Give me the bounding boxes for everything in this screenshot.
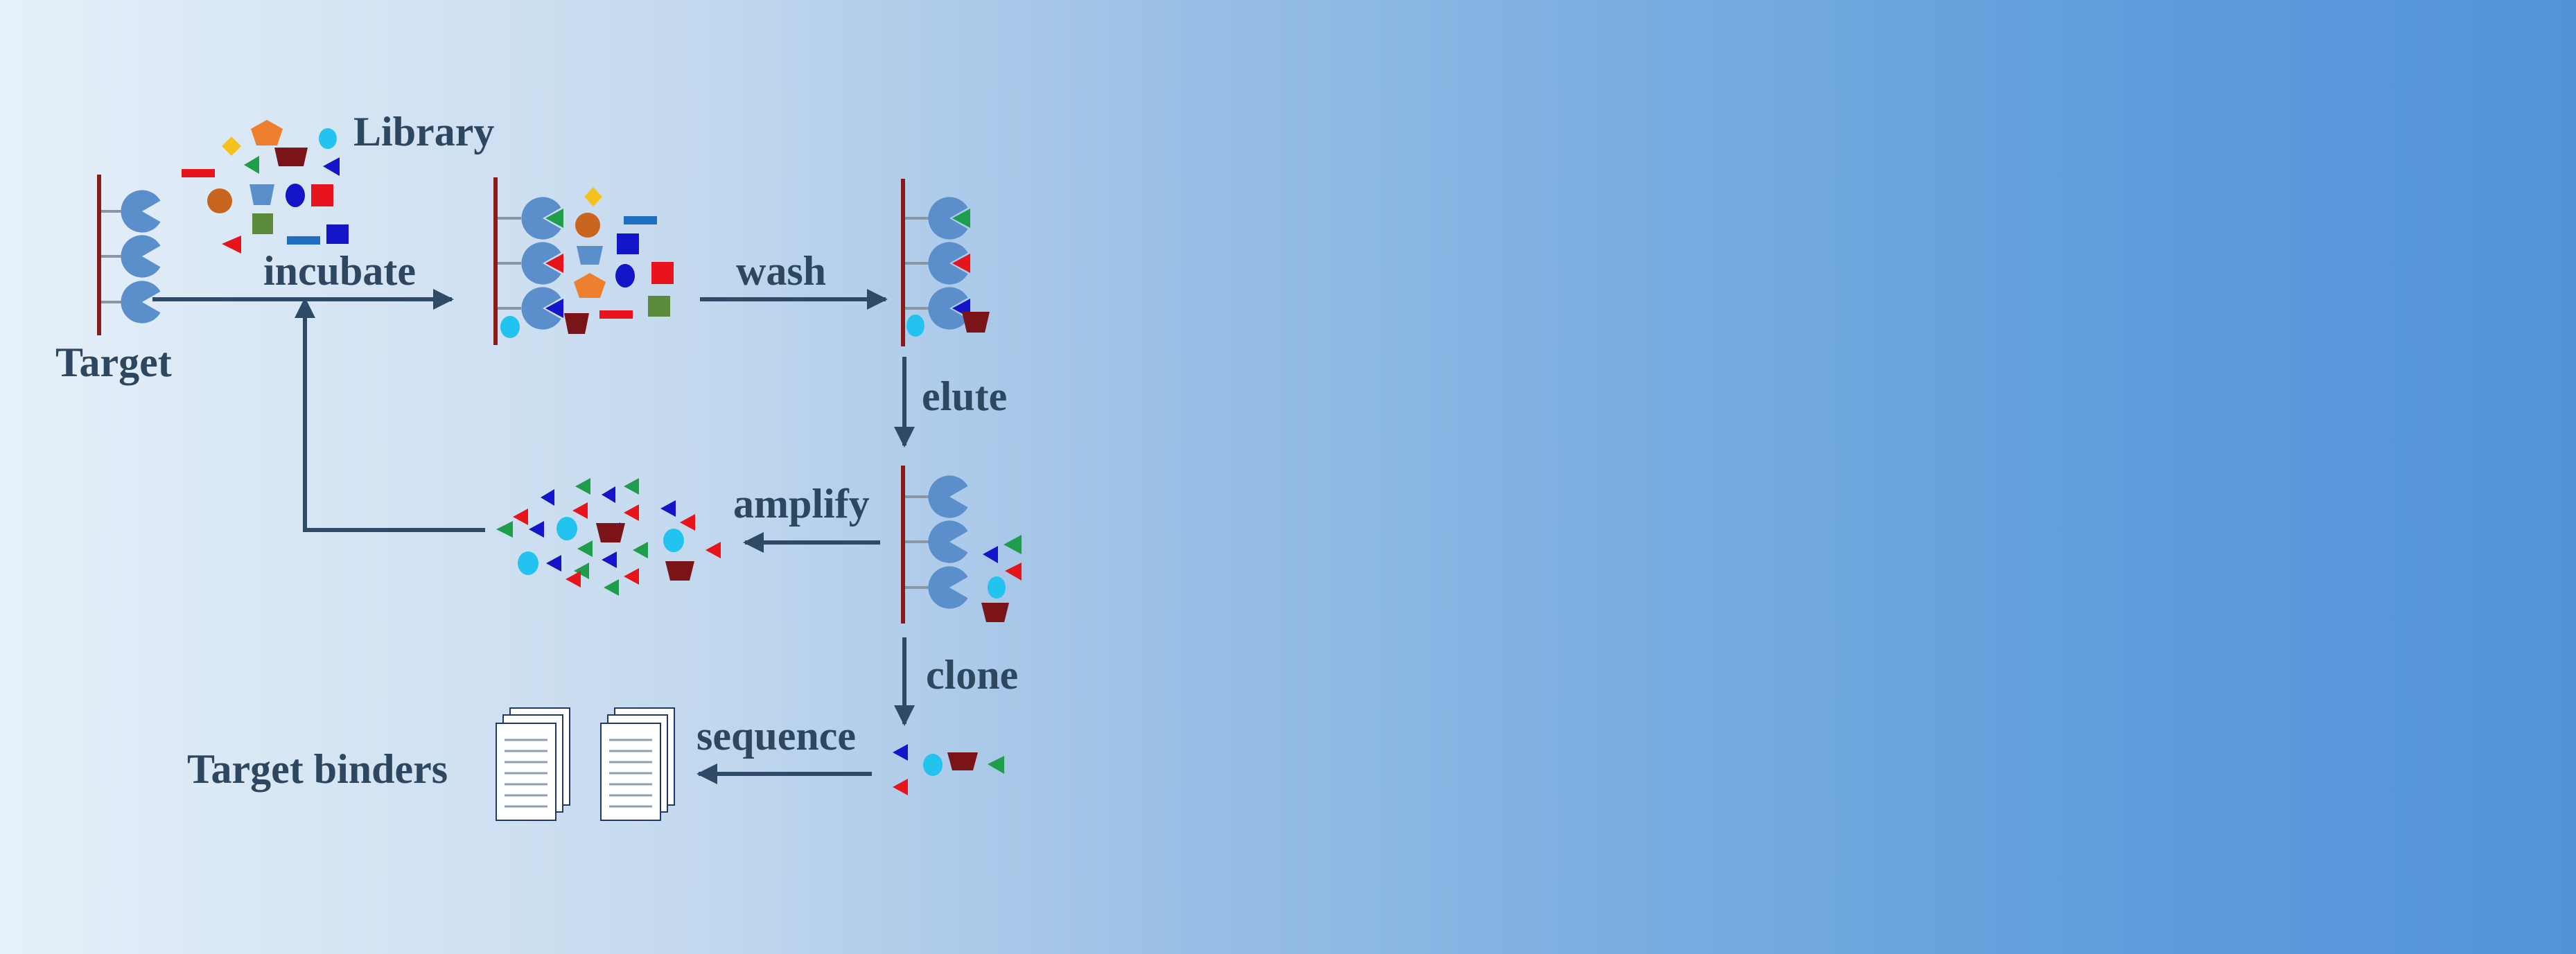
label-target-binders: Target binders — [187, 748, 448, 790]
label-library: Library — [353, 111, 494, 152]
amplified-pool — [496, 478, 721, 596]
library-molecules — [182, 120, 349, 254]
sequence-document-icon — [601, 708, 674, 820]
washed-complex — [901, 179, 990, 346]
label-amplify: amplify — [733, 483, 870, 524]
target-bar — [97, 175, 101, 335]
receptor — [121, 235, 160, 277]
incubated-complex — [493, 177, 674, 345]
label-elute: elute — [922, 376, 1007, 417]
label-clone: clone — [926, 654, 1018, 696]
target-surface — [97, 175, 161, 335]
label-wash: wash — [736, 250, 826, 292]
receptor — [121, 281, 160, 323]
cloned-binders — [893, 744, 1004, 795]
process-arrows — [152, 299, 904, 774]
sequence-document-icon — [496, 708, 570, 820]
recycle-arrow — [305, 299, 485, 530]
label-incubate: incubate — [263, 250, 416, 292]
eluted-surface — [901, 466, 1022, 624]
receptor — [121, 190, 160, 232]
label-target: Target — [55, 342, 172, 383]
label-sequence: sequence — [696, 715, 856, 757]
